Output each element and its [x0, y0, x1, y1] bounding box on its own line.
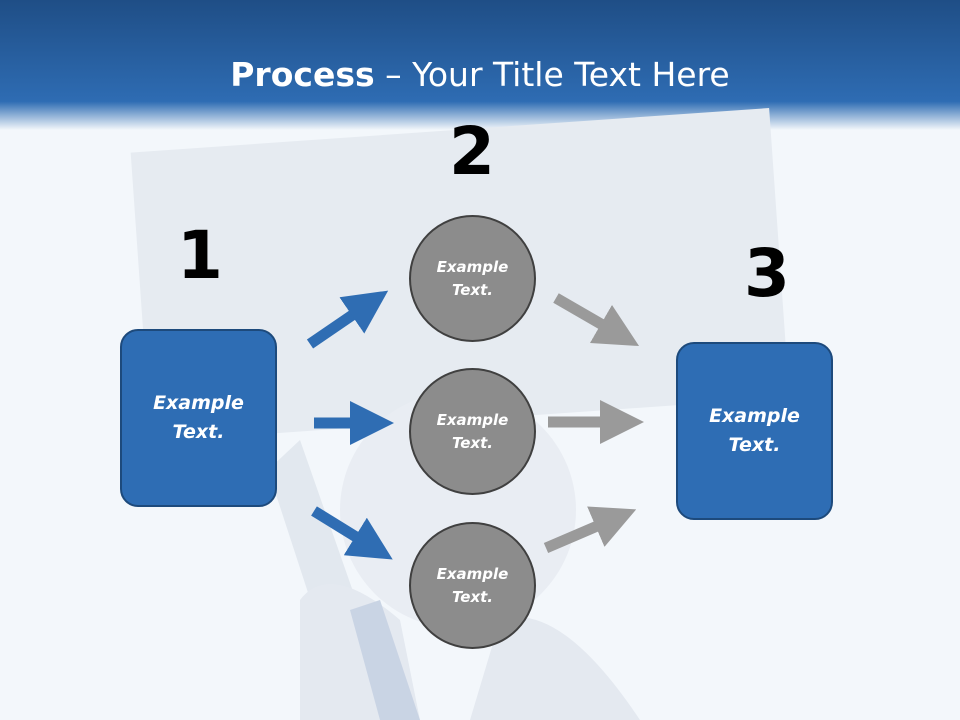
slide-title: Process – Your Title Text Here: [0, 52, 960, 98]
step-3-label: Example Text.: [709, 405, 800, 456]
step-number-1: 1: [177, 217, 223, 294]
step-number-3: 3: [744, 235, 790, 312]
figure-body: [470, 617, 640, 720]
arrow-circle3-to-box3: [543, 506, 637, 554]
step-1-label: Example Text.: [153, 392, 244, 443]
title-banner: [0, 0, 960, 130]
step-2-circle-bottom: Example Text.: [409, 522, 536, 649]
circle-2-label: Example Text.: [436, 410, 509, 452]
step-2-circle-top: Example Text.: [409, 215, 536, 342]
step-1-box: Example Text.: [120, 329, 277, 507]
arrow-circle1-to-box3: [553, 293, 640, 347]
figure-pole-grip: [350, 600, 420, 720]
circle-3-label: Example Text.: [436, 564, 509, 606]
arrow-box1-to-circle1: [306, 290, 389, 349]
step-3-box: Example Text.: [676, 342, 833, 520]
title-bold: Process: [230, 55, 375, 94]
step-2-circle-middle: Example Text.: [409, 368, 536, 495]
title-rest: – Your Title Text Here: [374, 55, 730, 94]
circle-1-label: Example Text.: [436, 257, 509, 299]
step-number-2: 2: [449, 113, 495, 190]
arrow-box1-to-circle3: [311, 506, 393, 560]
